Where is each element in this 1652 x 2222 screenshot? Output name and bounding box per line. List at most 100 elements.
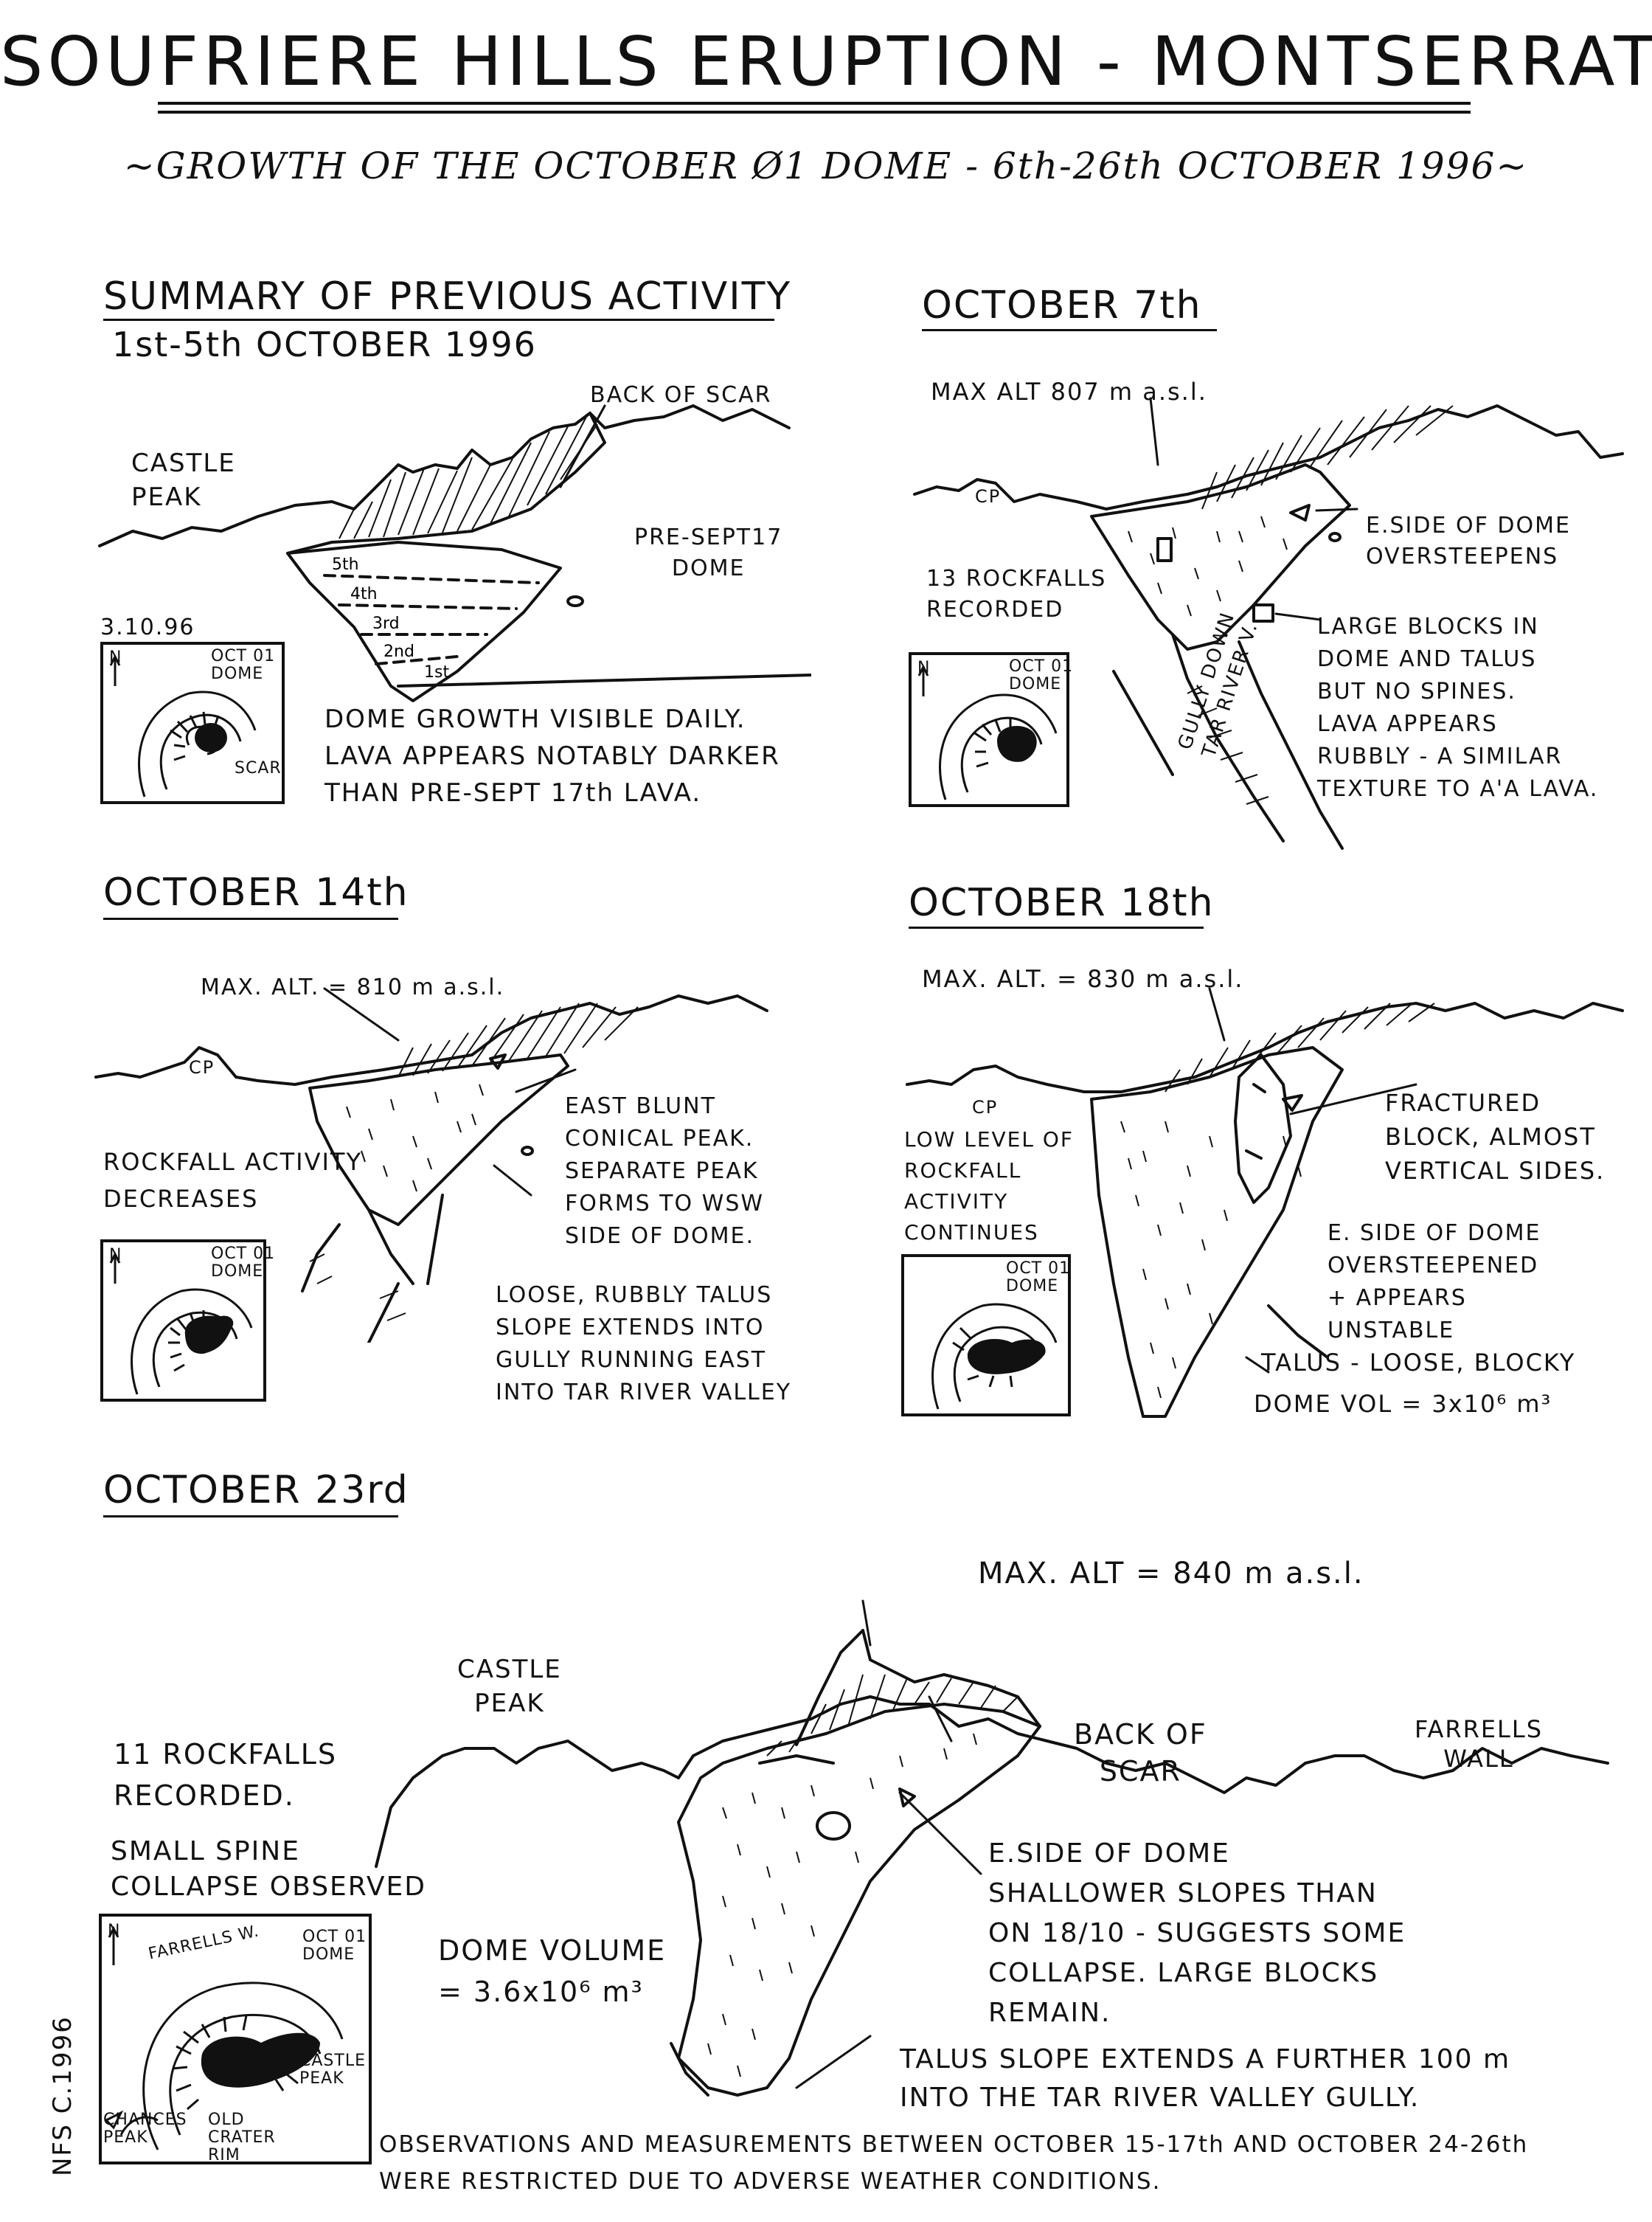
oct7-dome-outline [1090, 463, 1351, 651]
oct23-inset-dome: OCT 01 DOME [302, 1928, 367, 1964]
oct23-leader-east [898, 1791, 982, 1875]
summary-date-stamp: 3.10.96 [100, 615, 195, 640]
oct18-inset-map [901, 1254, 1071, 1416]
summary-sketch: 5th 4th 3rd 2nd 1st [98, 404, 811, 702]
oct18-hatch [1165, 1003, 1435, 1093]
summary-inset-map [100, 642, 285, 804]
oct14-inset-map [100, 1239, 266, 1402]
summary-heading: SUMMARY OF PREVIOUS ACTIVITY [103, 274, 792, 319]
summary-label-castle-peak: CASTLE PEAK [131, 449, 236, 512]
summary-label-3rd: 3rd [372, 615, 400, 633]
oct14-inset-dome: OCT 01 DOME [211, 1245, 276, 1281]
summary-label-1st: 1st [424, 663, 449, 682]
oct7-leader-max [1149, 397, 1159, 466]
summary-label-4th: 4th [350, 585, 378, 603]
oct23-dome-dash [707, 1733, 977, 2077]
oct18-leader-fractured [1289, 1083, 1417, 1115]
page-subtitle: ~GROWTH OF THE OCTOBER Ø1 DOME - 6th-26t… [123, 145, 1529, 187]
oct7-label-east-side: E.SIDE OF DOME OVERSTEEPENS [1366, 513, 1571, 570]
oct7-label-rockfalls: 13 ROCKFALLS RECORDED [926, 566, 1107, 623]
summary-heading-rule [103, 319, 774, 321]
oct23-heading-rule [103, 1515, 398, 1517]
footer-note: OBSERVATIONS AND MEASUREMENTS BETWEEN OC… [379, 2131, 1529, 2195]
oct18-fractured-block [1234, 1053, 1292, 1204]
oct14-inset-north: N [109, 1246, 122, 1264]
summary-label-5th: 5th [332, 556, 359, 574]
oct23-label-rockfalls: 11 ROCKFALLS RECORDED. [114, 1738, 338, 1812]
oct14-label-east-peak: EAST BLUNT CONICAL PEAK. SEPARATE PEAK F… [565, 1093, 765, 1249]
oct23-triangle-marker [898, 1787, 916, 1807]
oct18-label-volume: DOME VOL = 3x10⁶ m³ [1254, 1390, 1552, 1418]
oct7-dot [1328, 532, 1342, 542]
oct18-label-cp: CP [972, 1097, 999, 1118]
oct18-label-fractured: FRACTURED BLOCK, ALMOST VERTICAL SIDES. [1385, 1089, 1606, 1185]
oct14-talus-right [426, 1194, 444, 1285]
oct14-triangle-marker [489, 1053, 507, 1070]
oct7-dome-dash [1128, 516, 1288, 617]
summary-inset-scar: SCAR [235, 759, 282, 778]
oct7-inset-map [909, 652, 1069, 807]
oct14-talus-left [367, 1208, 414, 1285]
oct23-block [816, 1811, 851, 1841]
oct7-label-cp: CP [975, 486, 1002, 507]
oct14-sketch [94, 987, 768, 1343]
oct7-triangle-marker [1289, 504, 1311, 522]
oct23-heading: OCTOBER 23rd [103, 1468, 409, 1512]
oct18-skyline [906, 1002, 1624, 1093]
summary-dome-outline [286, 541, 562, 702]
oct18-dome-outline [1090, 1046, 1344, 1418]
oct7-leader-east [1315, 508, 1358, 512]
summary-hatch [339, 416, 598, 539]
oct14-leader-talus [493, 1164, 532, 1197]
oct23-dome-outline [677, 1703, 1041, 2097]
page-title: SOUFRIERE HILLS ERUPTION - MONTSERRAT [0, 22, 1652, 101]
oct7-sketch [913, 397, 1624, 850]
oct14-gully-hatch [309, 1253, 406, 1321]
summary-label-2nd: 2nd [384, 643, 414, 661]
oct7-gully-hatch [1187, 685, 1269, 805]
summary-layer-line [338, 603, 518, 610]
summary-label-back-of-scar: BACK OF SCAR [590, 382, 772, 408]
oct14-heading-rule [103, 918, 398, 920]
title-rule-2 [158, 111, 1471, 114]
oct7-note: LARGE BLOCKS IN DOME AND TALUS BUT NO SP… [1317, 614, 1599, 802]
summary-layer-line [375, 655, 459, 665]
oct14-hatch [398, 1003, 639, 1078]
oct23-label-talus: TALUS SLOPE EXTENDS A FURTHER 100 m INTO… [900, 2044, 1511, 2113]
oct18-dome-dash [1120, 1121, 1302, 1399]
oct18-label-activity: LOW LEVEL OF ROCKFALL ACTIVITY CONTINUES [904, 1127, 1075, 1245]
oct7-leader-blocks [1274, 612, 1322, 621]
oct23-sketch [375, 1599, 1609, 2097]
summary-skyline [98, 404, 791, 547]
summary-scar-outline [286, 412, 606, 555]
summary-note: DOME GROWTH VISIBLE DAILY. LAVA APPEARS … [324, 705, 780, 808]
summary-inset-dome: OCT 01 DOME [211, 647, 276, 683]
oct7-gully-left [1171, 633, 1285, 842]
summary-dates: 1st-5th OCTOBER 1996 [112, 325, 537, 364]
oct18-block-detail [1245, 1083, 1266, 1160]
summary-ground-line [397, 674, 811, 688]
oct7-hatch [1201, 405, 1454, 510]
oct7-block [1156, 537, 1173, 562]
oct14-gully-left [301, 1223, 341, 1292]
oct23-label-max-alt: MAX. ALT = 840 m a.s.l. [978, 1557, 1364, 1591]
summary-inset-north: N [109, 648, 122, 667]
oct18-label-max-alt: MAX. ALT. = 830 m a.s.l. [922, 965, 1244, 993]
oct7-heading: OCTOBER 7th [922, 283, 1202, 328]
summary-label-pre-sept-dome: PRE-SEPT17 DOME [634, 525, 783, 581]
oct7-inset-dome: OCT 01 DOME [1009, 657, 1074, 693]
oct14-dome-outline [308, 1053, 569, 1226]
oct23-label-farrells-wall: FARRELLS WALL [1415, 1715, 1544, 1773]
oct7-gully-right [1238, 640, 1344, 850]
oct14-label-activity: ROCKFALL ACTIVITY DECREASES [103, 1148, 363, 1213]
oct14-dome-dash [346, 1084, 484, 1192]
oct23-label-spine: SMALL SPINE COLLAPSE OBSERVED [111, 1836, 426, 1902]
title-rule-1 [158, 102, 1471, 105]
oct23-label-volume: DOME VOLUME = 3.6x10⁶ m³ [438, 1934, 667, 2008]
oct18-heading-rule [909, 927, 1204, 929]
oct14-label-cp: CP [189, 1057, 215, 1078]
artist-signature: NFS C.1996 [48, 2015, 77, 2176]
oct23-label-back-of-scar: BACK OF SCAR [1074, 1718, 1207, 1787]
oct23-inset-old-crater: OLD CRATER RIM [208, 2111, 276, 2164]
